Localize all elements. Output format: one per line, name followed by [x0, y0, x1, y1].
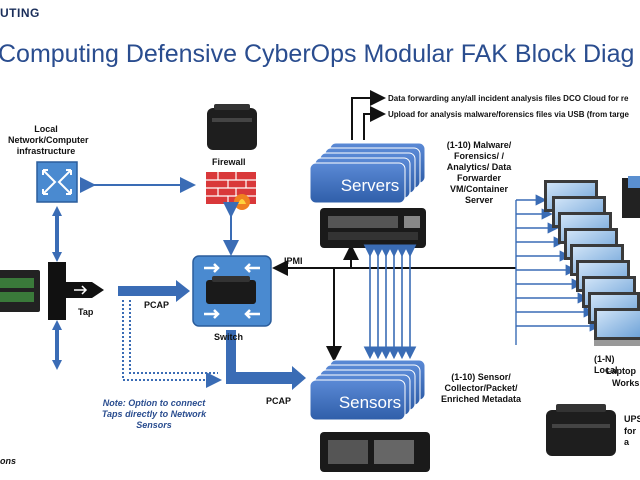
- laptops-label-line1: (1-N) Local: [594, 354, 618, 375]
- tap-switch-pcap-arrow: [118, 280, 190, 302]
- page-title: Computing Defensive CyberOps Modular FAK…: [0, 40, 635, 68]
- ipmi-label: IPMI: [284, 256, 303, 266]
- firewall-case-icon: [207, 104, 257, 150]
- pcap-label-switch: PCAP: [266, 396, 292, 406]
- sensors-description: (1-10) Sensor/ Collector/Packet/ Enriche…: [440, 372, 522, 404]
- usb-upload-arrow: [363, 106, 386, 140]
- servers-title: Servers: [340, 176, 400, 195]
- ups-label-line1: UPS: [624, 414, 640, 424]
- tap-sensor-option-path: [122, 300, 222, 388]
- servers-description: (1-10) Malware/ Forensics/ / Analytics/ …: [446, 140, 512, 205]
- network-router-icon: [36, 161, 78, 203]
- ups-label-line2: for a: [624, 426, 636, 447]
- switch-icon: [192, 255, 272, 327]
- switch-label: Switch: [214, 332, 244, 342]
- rugged-laptop-icon: [622, 176, 640, 218]
- switch-sensor-pcap-arrow: [226, 330, 306, 390]
- tap-label: Tap: [78, 307, 94, 317]
- cloud-forward-label: Data forwarding any/all incident analysi…: [388, 94, 629, 103]
- pcap-label-tap: PCAP: [144, 300, 170, 310]
- laptop-fan-links: [515, 194, 601, 345]
- tap-option-note: Note: Option to connect Taps directly to…: [101, 398, 207, 430]
- server-sensor-links: [363, 244, 417, 360]
- usb-upload-label: Upload for analysis malware/forensics fi…: [388, 110, 629, 119]
- laptops-label-line3: Works: [612, 378, 640, 388]
- local-network-label: Local Network/Computer infrastructure: [8, 124, 89, 156]
- sensors-title: Sensors: [338, 393, 402, 412]
- company-logo: UTING: [0, 6, 40, 20]
- sensors-block: [309, 359, 426, 421]
- network-appliance-icon: [0, 270, 40, 312]
- server-chassis-icon: [320, 208, 426, 248]
- network-tap-arrow: [52, 206, 62, 262]
- sensor-chassis-icon: [320, 432, 430, 472]
- cloud-forward-arrow: [351, 90, 386, 140]
- firewall-label: Firewall: [212, 157, 246, 167]
- laptops-stack: [544, 180, 640, 346]
- firewall-icon: [206, 172, 256, 210]
- tap-down-arrow: [52, 320, 62, 370]
- ups-case-icon: [546, 404, 616, 456]
- servers-block: [309, 142, 426, 204]
- laptops-label-line2: Laptop: [606, 366, 636, 376]
- tap-icon: [48, 262, 104, 320]
- footer-text: ons: [0, 456, 17, 466]
